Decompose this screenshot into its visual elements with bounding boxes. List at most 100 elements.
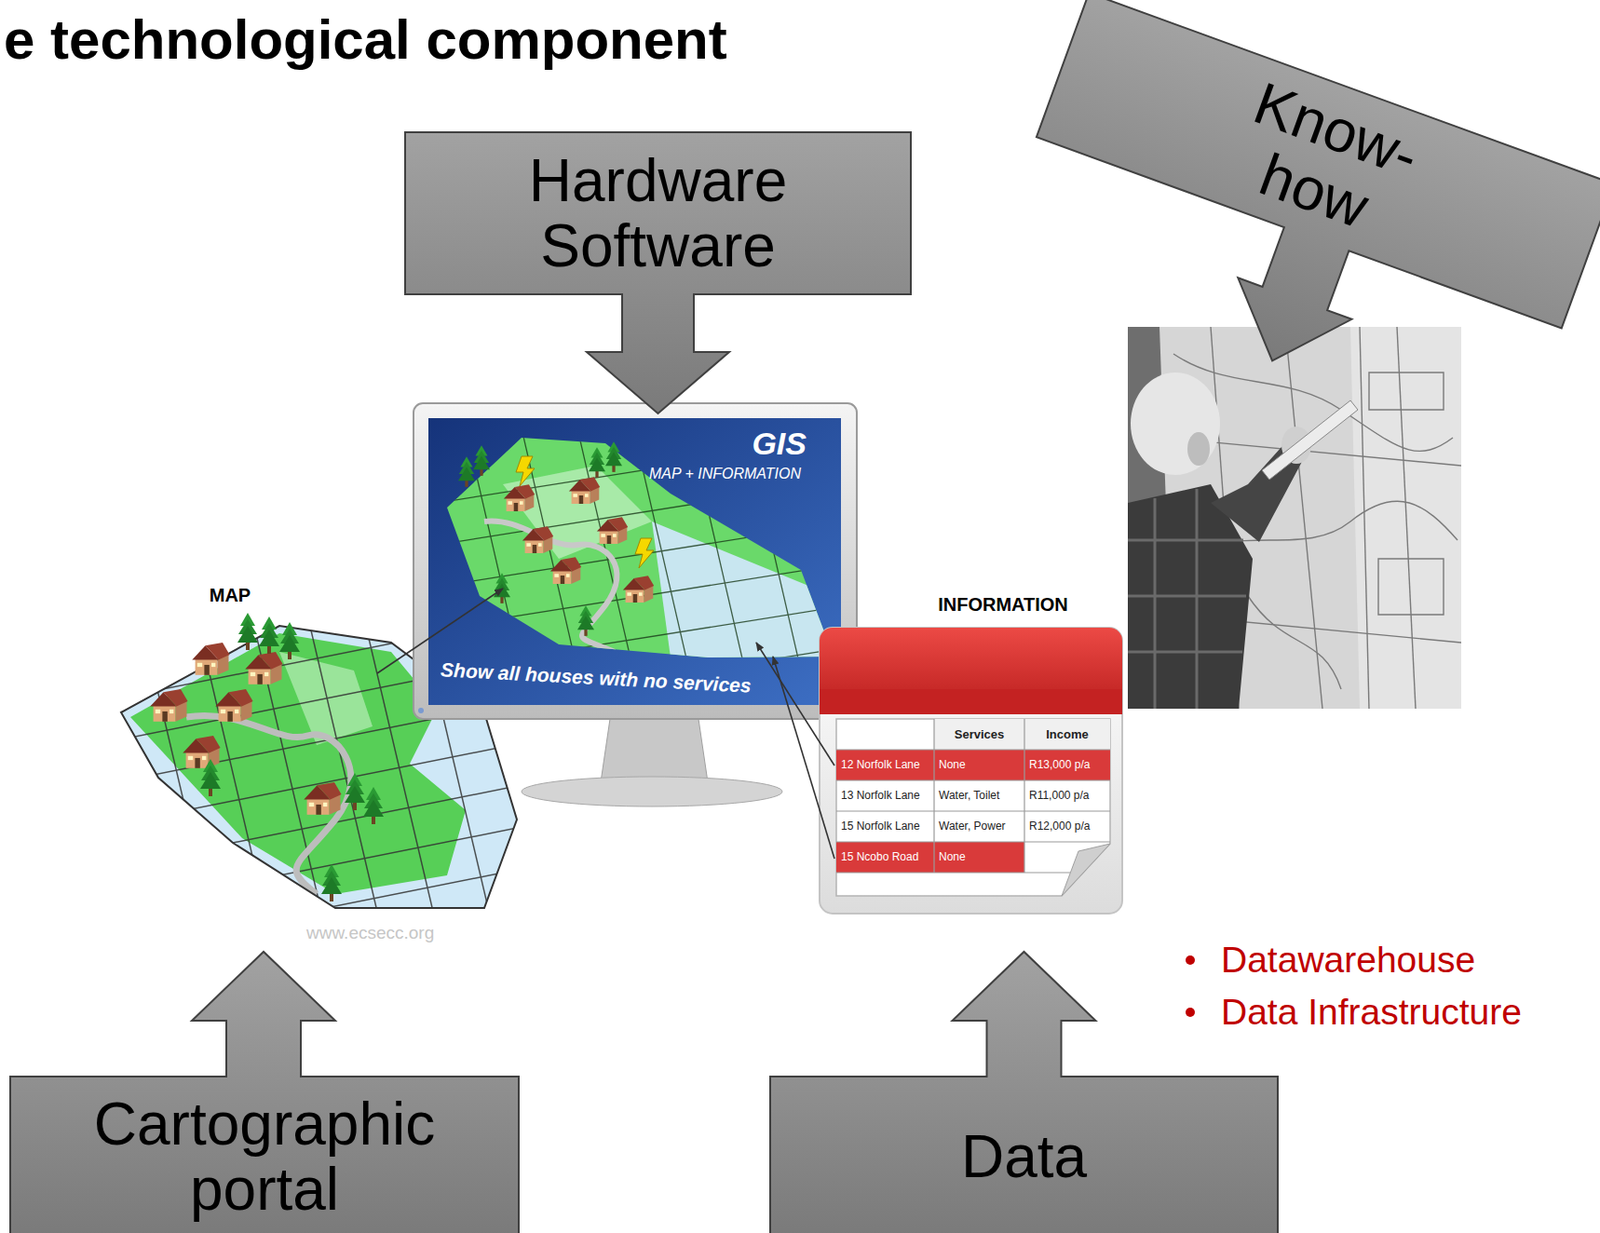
screen-map <box>515 456 535 487</box>
paper-map <box>321 864 342 902</box>
table-cell: Water, Power <box>938 819 1006 833</box>
monitor <box>418 707 424 714</box>
screen-map <box>437 563 848 629</box>
screen-map <box>521 428 578 671</box>
photo <box>1127 650 1243 654</box>
table-cell: 15 Ncobo Road <box>840 850 919 864</box>
screen-map <box>458 456 475 488</box>
photo <box>1187 432 1210 466</box>
information-icon <box>836 748 1111 750</box>
bullet-item: Datawarehouse <box>1220 938 1476 983</box>
table-cell: 13 Norfolk Lane <box>840 788 921 802</box>
photo <box>1130 372 1221 475</box>
box-label: Data <box>960 1124 1088 1190</box>
flow-arrow <box>377 588 835 859</box>
table-cell: None <box>938 850 966 864</box>
arrow-box-outline <box>770 951 1278 1233</box>
screen-map <box>596 516 628 544</box>
screen-map <box>633 428 690 671</box>
paper-map <box>303 782 341 815</box>
photo <box>1350 326 1462 709</box>
photo <box>1127 326 1462 709</box>
arrow-box-outline <box>10 951 519 1233</box>
monitor <box>428 418 841 706</box>
information-icon <box>819 627 1123 715</box>
screen-map <box>484 521 617 652</box>
information-icon <box>836 779 1111 781</box>
arrow-box-outline <box>405 132 911 414</box>
information-icon <box>836 810 1111 812</box>
screen-map <box>745 428 801 671</box>
information-icon <box>819 689 1123 715</box>
paper-map <box>93 777 559 871</box>
screen-map <box>465 428 522 671</box>
screen-map <box>569 476 600 504</box>
screen-title: GIS <box>751 424 807 463</box>
screen-map <box>437 428 857 713</box>
paper-map <box>149 689 188 722</box>
flow-arrow <box>756 642 835 766</box>
arrow-box-outline <box>991 0 1600 450</box>
paper-map <box>279 622 300 660</box>
paper-map <box>93 903 559 997</box>
paper-map <box>191 642 230 676</box>
photo <box>1153 498 1157 709</box>
screen-map <box>437 479 848 545</box>
information-icon <box>836 840 1111 842</box>
bullet-dot <box>1185 955 1195 965</box>
table-cell: 12 Norfolk Lane <box>840 758 921 772</box>
information-icon <box>836 841 1025 873</box>
screen-map <box>473 445 490 476</box>
screen-map <box>623 575 654 603</box>
bullet-dot <box>1185 955 1195 1017</box>
information-icon <box>933 718 935 873</box>
paper-map <box>244 651 283 685</box>
map-caption: MAP <box>209 583 251 607</box>
information-icon <box>836 718 1111 873</box>
screen-map <box>588 447 606 478</box>
information-icon <box>1061 843 1111 896</box>
monitor <box>521 776 783 807</box>
paper-map <box>200 759 221 797</box>
paper-map <box>237 612 258 651</box>
table-cell: R11,000 p/a <box>1029 788 1090 802</box>
table-cell: R13,000 p/a <box>1029 758 1090 772</box>
paper-map <box>215 689 253 722</box>
photo <box>1396 326 1416 709</box>
table-cell: R12,000 p/a <box>1029 819 1090 833</box>
information-icon <box>819 627 1123 914</box>
photo <box>1378 558 1444 615</box>
paper-map <box>363 786 384 825</box>
monitor <box>413 403 857 719</box>
information-icon <box>836 718 1111 896</box>
screen-map <box>437 647 848 713</box>
arrow-box: Hardware Software <box>405 132 911 414</box>
slide-title: e technological component <box>3 7 728 72</box>
information-icon <box>1023 718 1025 873</box>
paper-map <box>258 616 280 654</box>
photo <box>1127 595 1247 598</box>
flow-arrow <box>772 656 835 859</box>
table-cell: None <box>938 758 966 772</box>
photo <box>1359 326 1370 709</box>
arrow-box-shape <box>770 951 1278 1233</box>
information-icon <box>836 871 1081 873</box>
screen-map <box>522 526 554 554</box>
paper-map <box>182 735 220 769</box>
box-label: Cartographic portal <box>93 1091 436 1223</box>
bullet-dot <box>1185 1007 1195 1017</box>
photo <box>1261 400 1358 480</box>
info-caption: INFORMATION <box>937 593 1069 616</box>
screen-map <box>503 484 535 512</box>
bullet-item: Data Infrastructure <box>1220 990 1522 1035</box>
paper-map <box>93 861 559 955</box>
screen-map <box>635 538 654 569</box>
table-header: Services <box>954 727 1005 743</box>
photo <box>1285 326 1323 709</box>
screen-map <box>550 556 582 584</box>
information-icon <box>819 627 1123 914</box>
screen-map <box>437 428 857 713</box>
box-label: Hardware Software <box>528 148 788 280</box>
photo <box>1127 326 1462 709</box>
